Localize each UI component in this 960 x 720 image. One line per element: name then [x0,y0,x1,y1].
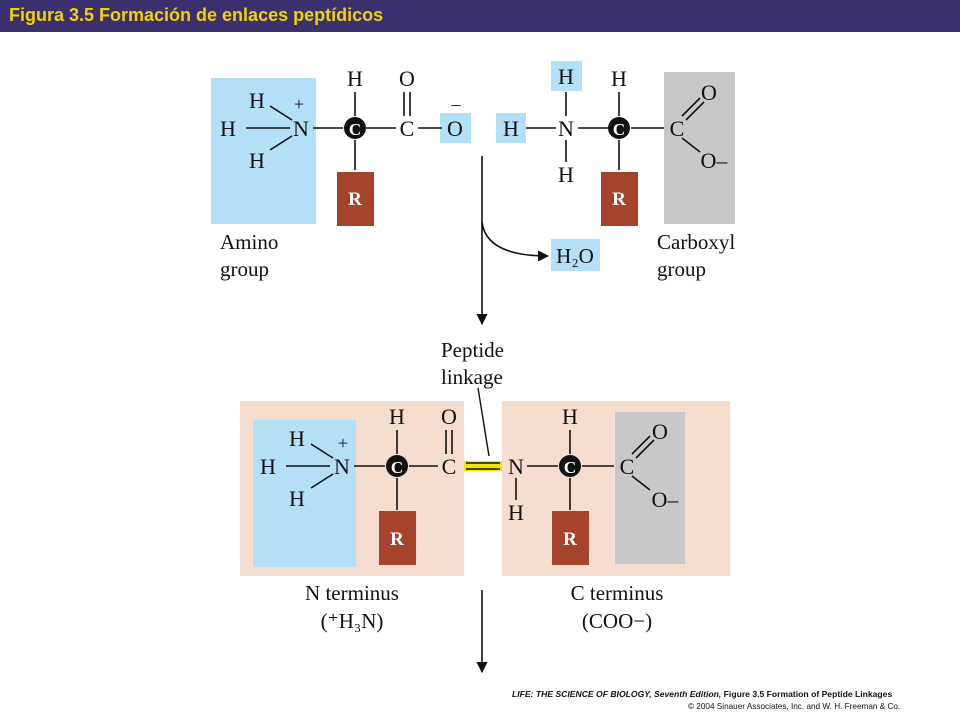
charge-plus: + [294,94,304,114]
atom-o-minus: O– [652,487,680,512]
dipeptide-bonds [286,430,655,510]
atom-h: H [220,116,236,141]
alpha-carbon [344,117,366,139]
n-terminus-label: N terminus [305,581,399,605]
atom-n: N [293,116,309,141]
atom-o: O [399,66,415,91]
amino-group-box [211,78,316,224]
r-group-box [601,172,638,226]
copyright-notice: © 2004 Sinauer Associates, Inc. and W. H… [688,702,901,711]
peptide-linkage-label: Peptide [441,338,504,362]
figure-credit: LIFE: THE SCIENCE OF BIOLOGY, Seventh Ed… [512,689,892,699]
alpha-carbon [559,455,581,477]
atom-h: H [289,426,305,451]
water-release-arrow [481,221,550,262]
n-terminus-formula: (⁺H₃N) [321,609,384,633]
r-group-box [337,172,374,226]
carboxyl-group-label: group [657,257,706,281]
alpha-carbon [608,117,630,139]
credit-figure-caption: Figure 3.5 Formation of Peptide Linkages [721,689,893,699]
title-bar: Figura 3.5 Formación de enlaces peptídic… [0,0,960,32]
r-group-box [552,511,589,565]
atom-o: O [447,116,463,141]
peptide-bond [464,461,502,471]
r-group-box [379,511,416,565]
amine-h-left-highlight [496,113,526,143]
atom-h: H [260,454,276,479]
r-group-label: R [612,189,626,210]
alpha-carbon-label: C [613,120,625,139]
alpha-carbon [386,455,408,477]
atom-o: O [441,404,457,429]
charge-minus: – [451,94,462,114]
carboxyl-group-label: Carboxyl [657,230,735,254]
left-amino-acid-bonds [246,92,442,170]
atom-c: C [400,116,415,141]
alpha-carbon-label: C [564,458,576,477]
c-terminal-carboxyl-box [615,412,685,564]
r-group-label: R [348,189,362,210]
atom-o-minus: O– [701,148,729,173]
atom-h: H [503,116,519,141]
atom-h: H [249,88,265,113]
credit-book-title: LIFE: THE SCIENCE OF BIOLOGY, Seventh Ed… [512,689,722,699]
atom-h: H [508,500,524,525]
peptide-linkage-pointer [477,387,490,457]
water-label: H₂O [556,244,594,268]
left-amino-acid-atoms: H H H N + H C O O – [220,66,463,173]
atom-h: H [558,162,574,187]
atom-n: N [508,454,524,479]
atom-c: C [670,116,685,141]
atom-c: C [620,454,635,479]
atom-h: H [562,404,578,429]
atom-h: H [289,486,305,511]
amino-group-label: group [220,257,269,281]
atom-h: H [389,404,405,429]
alpha-carbon-label: C [391,458,403,477]
slide-title: Figura 3.5 Formación de enlaces peptídic… [9,5,384,25]
c-terminus-formula: (COO−) [582,609,652,633]
n-terminal-amino-box [253,420,356,567]
r-group-label: R [390,529,404,550]
right-amino-acid-atoms: H H N H H C O O– [503,64,728,187]
atom-h: H [558,64,574,89]
r-group-label: R [563,529,577,550]
water-box [551,239,600,271]
right-amino-acid-bonds [526,92,705,170]
dipeptide-atoms: H H H N + H O C N H H C O O– [260,404,679,525]
hydroxyl-o-highlight [440,113,471,143]
atom-n: N [558,116,574,141]
amine-h-top-highlight [551,61,582,91]
amino-group-label: Amino [220,230,278,254]
atom-h: H [611,66,627,91]
atom-o: O [701,80,717,105]
c-terminus-label: C terminus [571,581,664,605]
carboxyl-group-box [664,72,735,224]
peptide-linkage-label: linkage [441,365,503,389]
alpha-carbon-label: C [349,120,361,139]
atom-h: H [347,66,363,91]
atom-h: H [249,148,265,173]
atom-o: O [652,419,668,444]
atom-c: C [442,454,457,479]
charge-plus: + [338,433,348,453]
atom-n: N [334,454,350,479]
